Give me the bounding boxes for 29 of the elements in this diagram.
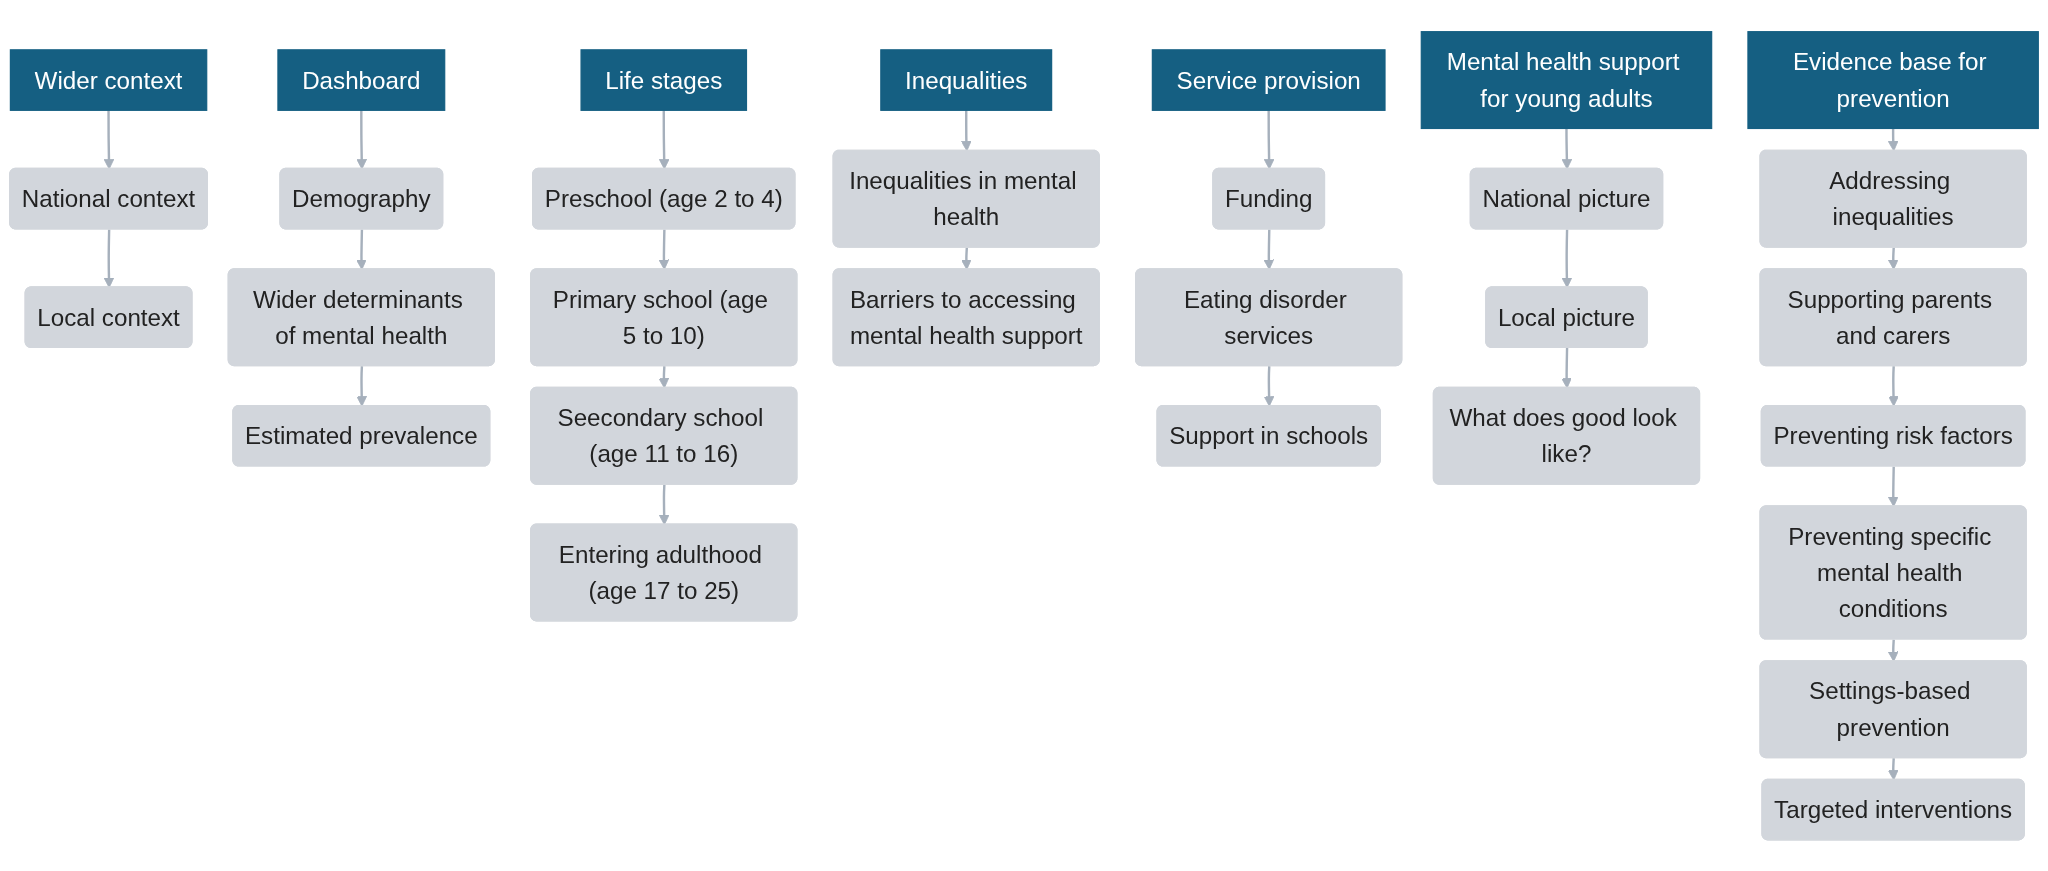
node-box — [580, 48, 748, 111]
arrow — [658, 110, 670, 170]
arrow — [1561, 347, 1572, 389]
node-box — [1151, 48, 1386, 111]
node-box — [1747, 30, 2039, 129]
arrow — [356, 110, 368, 170]
node-box — [1420, 30, 1713, 129]
arrow — [1887, 466, 1899, 507]
arrow — [356, 229, 367, 270]
arrow — [658, 229, 670, 270]
arrow — [1263, 110, 1275, 170]
node-box — [9, 48, 208, 111]
arrow — [1561, 128, 1573, 170]
arrow — [103, 110, 115, 170]
arrow — [1887, 757, 1899, 781]
flowchart: Wider context National context Local context Dashboard Demography Wider determinants of mental health Estimated prevalence Life stages Preschool (age 2 to 4) Primary school (age 5 to 10) Seecondary school (age 11 to 16) Entering adulthood (age 17 to 25) Inequalities Inequalities in mental health Barriers to accessing mental health support Service provision Funding Eating disorder services Support in schools Mental health support for young adults National picture Local picture What does good look like? Evidence base for prevention Addressing inequalities Supporting parents and carers Preventing risk factors Preventing specific mental health conditions Settings-based prevention Targeted interventions — [0, 21, 2048, 850]
arrow — [356, 365, 368, 407]
node-box — [880, 48, 1053, 111]
arrow — [658, 365, 670, 389]
arrow — [1263, 365, 1275, 407]
arrow — [1887, 247, 1899, 270]
arrow — [1263, 229, 1275, 270]
arrow — [961, 247, 972, 270]
arrow — [1561, 229, 1573, 288]
arrow — [103, 229, 115, 288]
arrow — [1887, 639, 1899, 662]
arrow — [1888, 365, 1899, 407]
arrow — [658, 484, 670, 525]
node-box — [277, 48, 446, 111]
